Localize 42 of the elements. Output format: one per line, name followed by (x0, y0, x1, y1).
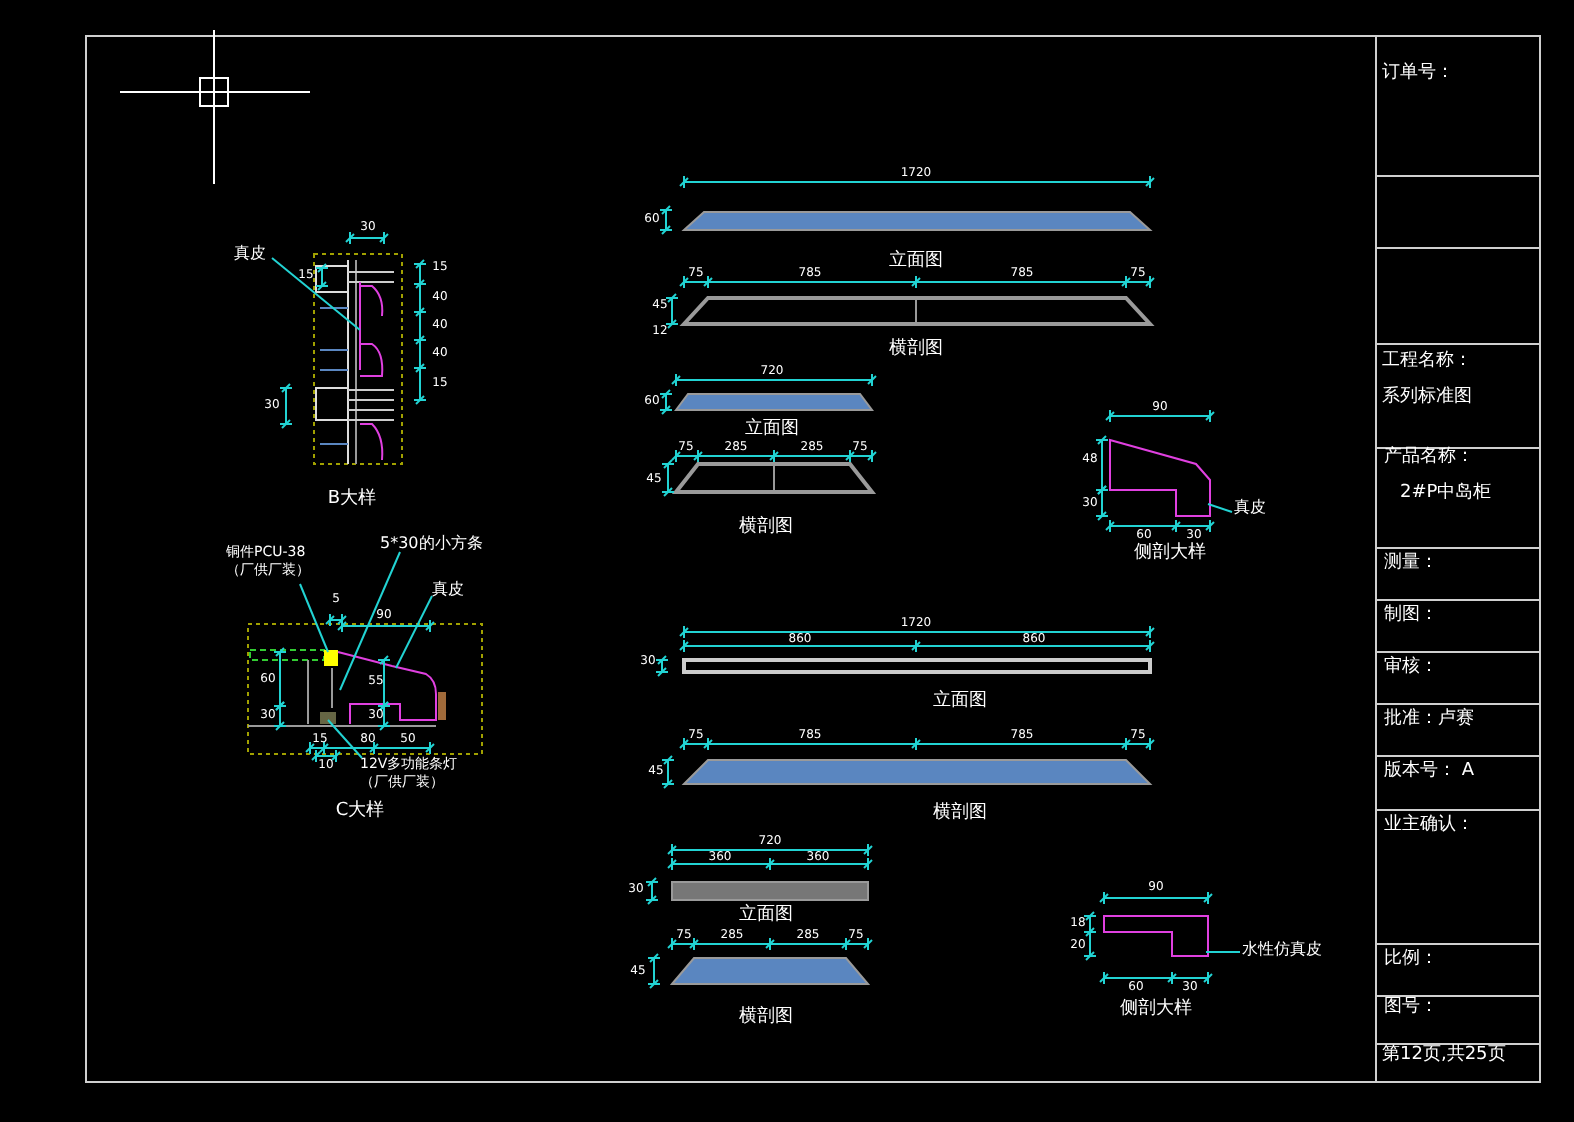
view-caption: 立面图 (889, 253, 943, 271)
side-section-drawing (1103, 915, 1209, 957)
title-block-text: 订单号： (1382, 65, 1454, 83)
leader-line (299, 583, 329, 653)
view-caption: B大样 (327, 491, 377, 509)
view-caption: 立面图 (933, 693, 987, 711)
title-block-text: 工程名称： (1382, 353, 1472, 371)
leader-line (271, 257, 361, 331)
view-caption: 横剖图 (739, 519, 793, 537)
leader-line (339, 551, 401, 691)
leader-line (395, 595, 433, 669)
callout-text: 真皮 (234, 246, 266, 262)
title-block-text: 系列标准图 (1382, 389, 1472, 407)
title-block-text: 制图： (1384, 607, 1438, 625)
callout-text: 水性仿真皮 (1242, 942, 1322, 958)
cabinet-detail-drawing (247, 623, 483, 755)
callout-text: 真皮 (432, 582, 464, 598)
leader-line (1205, 951, 1241, 953)
view-caption: C大样 (335, 803, 385, 821)
title-block-text: 产品名称： (1384, 449, 1474, 467)
view-caption: 横剖图 (889, 341, 943, 359)
title-block-text: 2#P中岛柜 (1400, 485, 1492, 503)
title-block-text: 批准：卢赛 (1384, 711, 1474, 729)
title-block-text: 版本号： A (1384, 763, 1475, 781)
title-block-text: 测量： (1384, 555, 1438, 573)
view-caption: 立面图 (745, 421, 799, 439)
view-caption: 立面图 (739, 907, 793, 925)
view-caption: 横剖图 (933, 805, 987, 823)
cabinet-detail-drawing (313, 253, 403, 465)
title-block-text: 比例： (1384, 951, 1438, 969)
callout-text: 真皮 (1234, 500, 1266, 516)
leader-line (327, 719, 363, 759)
view-caption: 横剖图 (739, 1009, 793, 1027)
title-block-text: 业主确认： (1384, 817, 1474, 835)
leader-line (1207, 503, 1233, 513)
view-caption: 侧剖大样 (1134, 545, 1206, 563)
view-caption: 侧剖大样 (1120, 1001, 1192, 1019)
callout-text: 5*30的小方条 (380, 536, 483, 552)
title-block-text: 审核： (1384, 659, 1438, 677)
title-block-text: 第12页,共25页 (1382, 1047, 1506, 1065)
title-block-text: 图号： (1384, 999, 1438, 1017)
side-section-drawing (1109, 438, 1211, 517)
